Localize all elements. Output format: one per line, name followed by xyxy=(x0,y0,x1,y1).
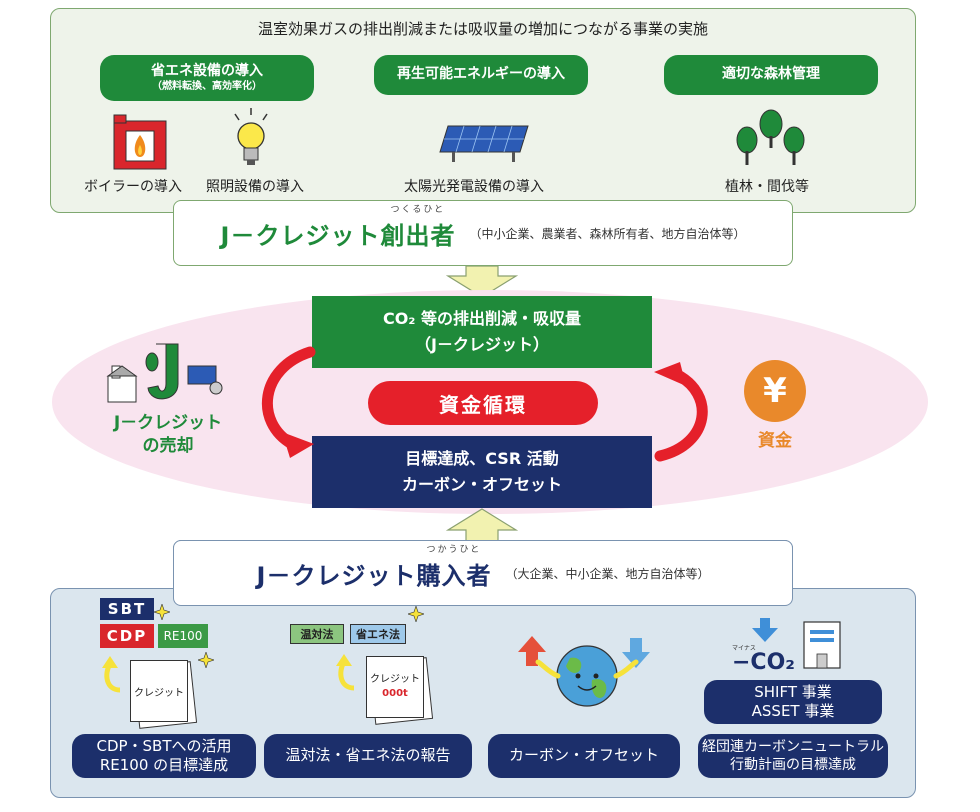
curved-arrow-icon xyxy=(102,656,121,693)
creator-ruby: つくるひと xyxy=(390,204,446,215)
sell-credit-line1: J－クレジット xyxy=(113,413,223,433)
minus-co2-label: −CO₂ xyxy=(732,650,795,675)
emission-reduction-line2: （J－クレジット） xyxy=(415,335,549,354)
shift-asset-pill: SHIFT 事業 ASSET 事業 xyxy=(704,680,882,724)
light-bulb-icon xyxy=(234,108,268,165)
category-energy-saving-label: 省エネ設備の導入 xyxy=(151,63,263,79)
use-keidanren-line1: 経団連カーボンニュートラル xyxy=(702,738,884,755)
use-cdp-sbt-line1: CDP・SBTへの活用 xyxy=(96,736,232,755)
creator-subtitle: （中小企業、農業者、森林所有者、地方自治体等） xyxy=(469,226,746,241)
minus-label: マイナス xyxy=(732,645,756,652)
badge-re100: RE100 xyxy=(158,624,208,648)
emission-reduction-box: CO₂ 等の排出削減・吸収量 （J－クレジット） xyxy=(312,296,652,368)
use-cdp-sbt-line2: RE100 の目標達成 xyxy=(99,756,229,774)
shift-line: SHIFT 事業 xyxy=(754,682,832,701)
category-renewable: 再生可能エネルギーの導入 xyxy=(374,55,588,95)
badge-cdp: CDP xyxy=(100,624,154,648)
solar-panel-icon xyxy=(439,125,529,162)
creator-title: つくるひと J－クレジット創出者 xyxy=(220,205,456,251)
caption-solar: 太陽光発電設備の導入 xyxy=(404,179,544,195)
sparkle-icon xyxy=(154,604,170,620)
sell-credit-line2: の売却 xyxy=(142,435,194,456)
report-document-text: クレジット xyxy=(370,674,420,685)
use-law-reporting-line1: 温対法・省エネ法の報告 xyxy=(285,746,451,765)
goal-achievement-box: 目標達成、CSR 活動 カーボン・オフセット xyxy=(312,436,652,508)
asset-line: ASSET 事業 xyxy=(751,702,835,720)
boiler-icon xyxy=(113,114,167,170)
report-document-amount: 000t xyxy=(382,688,408,699)
category-forest-label: 適切な森林管理 xyxy=(722,66,820,83)
caption-lighting: 照明設備の導入 xyxy=(206,179,304,195)
creator-label-box: つくるひと J－クレジット創出者 （中小企業、農業者、森林所有者、地方自治体等） xyxy=(173,200,793,266)
goal-achievement-line1: 目標達成、CSR 活動 xyxy=(405,449,559,469)
emission-reduction-line1: CO₂ 等の排出削減・吸収量 xyxy=(383,309,581,329)
trees-icon xyxy=(736,109,805,165)
buyer-label-box-overlay: つかうひと J－クレジット購入者 （大企業、中小企業、地方自治体等） xyxy=(173,540,793,606)
up-arrow xyxy=(446,508,518,542)
badge-sbt: SBT xyxy=(100,598,154,620)
goal-achievement-line2: カーボン・オフセット xyxy=(401,475,562,494)
right-cycle-arrow-icon xyxy=(654,362,708,462)
use-carbon-offset: カーボン・オフセット xyxy=(488,734,680,778)
caption-forest: 植林・間伐等 xyxy=(725,179,809,195)
sell-credit-label: J－クレジット の売却 xyxy=(98,412,238,458)
badge-shoene: 省エネ法 xyxy=(350,624,406,644)
use-keidanren: 経団連カーボンニュートラル 行動計画の目標達成 xyxy=(698,734,888,778)
caption-boiler: ボイラーの導入 xyxy=(84,179,182,195)
buyer-subtitle-overlay: （大企業、中小企業、地方自治体等） xyxy=(505,566,710,581)
category-renewable-label: 再生可能エネルギーの導入 xyxy=(397,66,565,83)
category-energy-saving-sub: （燃料転換、高効率化） xyxy=(152,80,262,92)
category-energy-saving: 省エネ設備の導入 （燃料転換、高効率化） xyxy=(100,55,314,101)
buyer-ruby-overlay: つかうひと xyxy=(426,544,482,555)
yen-coin-icon: ¥ xyxy=(744,360,806,422)
badge-ontaiho: 温対法 xyxy=(290,624,344,644)
use-keidanren-line2: 行動計画の目標達成 xyxy=(730,757,856,773)
report-document: クレジット 000t xyxy=(366,656,424,718)
category-forest: 適切な森林管理 xyxy=(664,55,878,95)
funds-label: 資金 xyxy=(758,431,792,451)
down-arrow xyxy=(446,266,518,298)
curved-arrow-icon-2 xyxy=(336,654,355,691)
buyer-title-overlay-text: J－クレジット購入者 xyxy=(256,561,492,590)
credit-document: クレジット xyxy=(130,660,188,722)
earth-offset-icon xyxy=(518,636,650,707)
use-law-reporting: 温対法・省エネ法の報告 xyxy=(264,734,472,778)
activities-header: 温室効果ガスの排出削減または吸収量の増加につながる事業の実施 xyxy=(257,19,708,38)
use-carbon-offset-line1: カーボン・オフセット xyxy=(508,746,659,765)
j-credit-logo-icon xyxy=(106,343,223,403)
fund-cycle-pill: 資金循環 xyxy=(368,381,598,425)
left-cycle-arrow-icon xyxy=(262,346,316,458)
use-cdp-sbt-re100: CDP・SBTへの活用 RE100 の目標達成 xyxy=(72,734,256,778)
building-icon xyxy=(803,621,841,669)
buyer-title-overlay: つかうひと J－クレジット購入者 xyxy=(256,545,492,591)
creator-title-text: J－クレジット創出者 xyxy=(220,221,456,250)
down-blue-arrow-icon xyxy=(752,618,778,642)
sparkle-icon-3 xyxy=(408,606,424,622)
sparkle-icon-2 xyxy=(198,652,214,668)
